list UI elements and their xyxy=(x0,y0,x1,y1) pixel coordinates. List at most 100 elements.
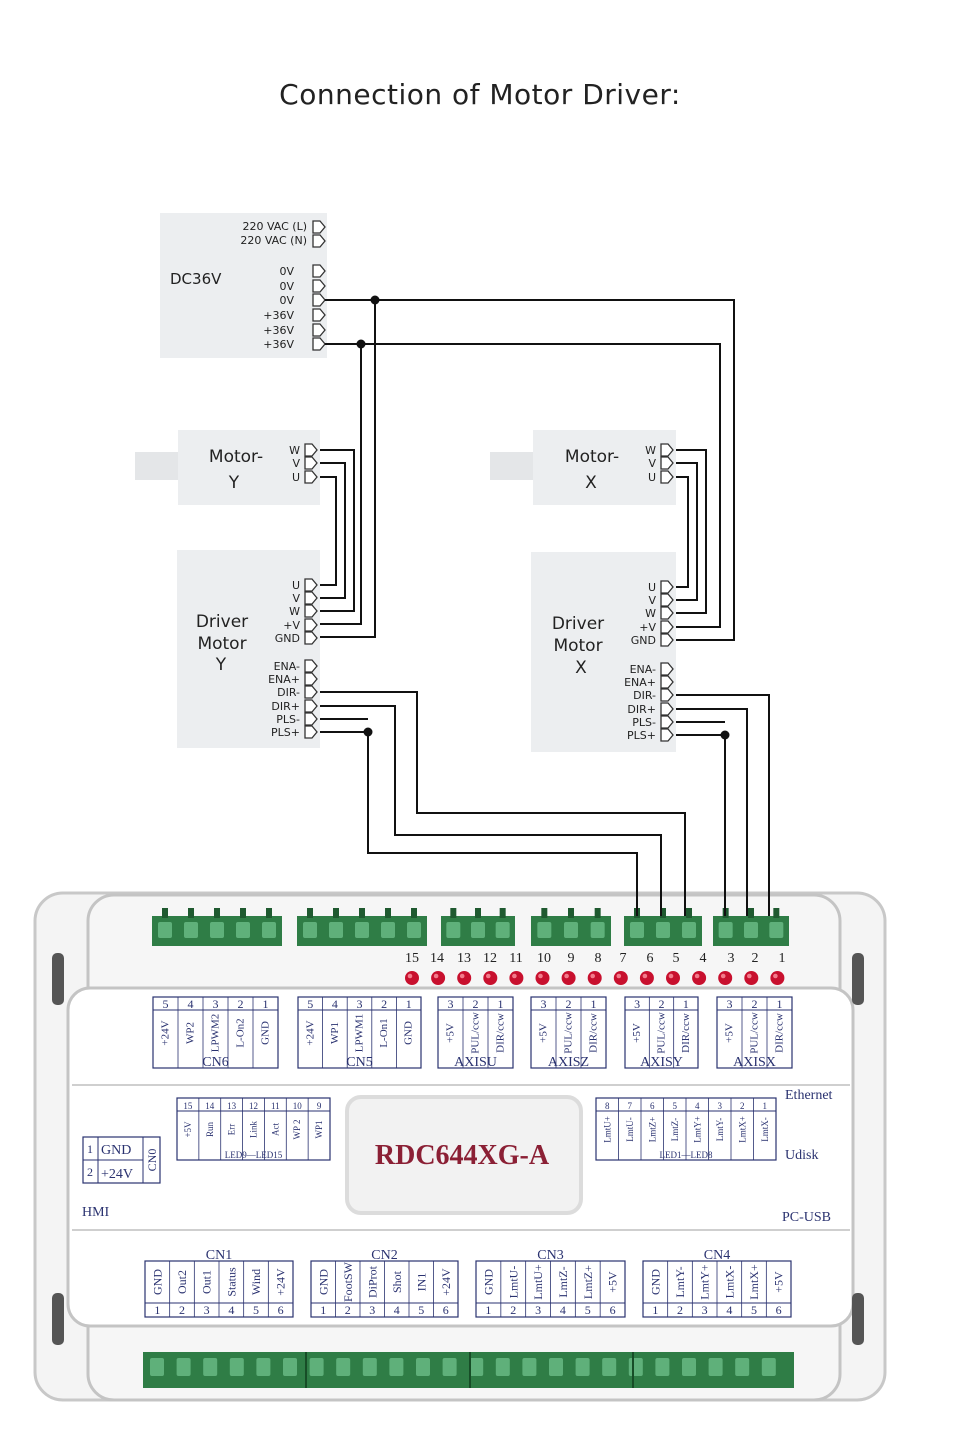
status-led xyxy=(587,971,602,985)
driver_x-pin-label: PLS+ xyxy=(627,729,656,742)
mount-tab-top-left xyxy=(52,953,64,1005)
pin-number: 2 xyxy=(179,1303,185,1317)
pin-number: 3 xyxy=(541,997,547,1011)
motor-y-shaft xyxy=(135,452,179,480)
terminal-screw xyxy=(203,1358,218,1376)
led-highlight xyxy=(616,973,622,979)
terminal-screw xyxy=(176,1358,191,1376)
pin-signal: +24V xyxy=(304,1020,316,1045)
terminal-screw xyxy=(355,922,369,938)
pin-number: 1 xyxy=(498,997,504,1011)
pin-table-frame xyxy=(716,996,793,1069)
pin-number: 3 xyxy=(204,1303,210,1317)
motor_y-pin-label: U xyxy=(292,471,300,484)
driver_y-terminal-6 xyxy=(304,672,318,686)
led-highlight xyxy=(694,973,700,979)
pin-signal: +5V xyxy=(631,1023,643,1043)
power-terminal-5 xyxy=(312,337,326,351)
pin-number: 2 xyxy=(381,997,387,1011)
driver-x-body xyxy=(531,552,676,752)
pin-table-frame xyxy=(530,996,607,1069)
driver_x-terminal-1 xyxy=(660,593,674,607)
pin-number: 1 xyxy=(320,1303,326,1317)
pin-number: 4 xyxy=(394,1303,400,1317)
model-plate xyxy=(345,1095,583,1215)
power-terminal-0 xyxy=(312,264,326,278)
pin-signal: Run xyxy=(205,1122,215,1138)
pin-signal: WP2 xyxy=(185,1022,197,1044)
pin-signal: PUL/ccw xyxy=(656,1012,668,1054)
pin-signal: GND xyxy=(481,1269,495,1295)
led-highlight xyxy=(564,973,569,979)
driver_x-terminal-2 xyxy=(660,606,674,620)
motor_y-terminal-1 xyxy=(304,456,318,470)
pin-signal: DIR/ccw xyxy=(774,1013,786,1053)
power-pin-label: 0V xyxy=(279,294,294,307)
terminal-pin xyxy=(188,908,194,918)
power-pin-label: 0V xyxy=(279,280,294,293)
pin-signal: L-On1 xyxy=(378,1018,390,1047)
terminal-screw xyxy=(446,922,461,938)
pin-signal: +5V xyxy=(772,1271,786,1293)
terminal-screw xyxy=(602,1358,617,1376)
terminal-pin xyxy=(162,908,168,918)
status-led xyxy=(431,971,446,985)
terminal-screw xyxy=(362,1358,377,1376)
status-led xyxy=(483,971,498,985)
driver-x-label-3: X xyxy=(575,658,587,678)
motor-y-label-2: Y xyxy=(228,473,240,493)
led-row xyxy=(405,971,785,985)
motor_y-pin-label: V xyxy=(292,457,300,470)
pin-table-frame xyxy=(624,996,699,1069)
terminal-screw xyxy=(262,922,276,938)
pin-signal: DIR/ccw xyxy=(588,1013,600,1053)
bottom-group-name: CN1 xyxy=(206,1248,232,1263)
top-connectors xyxy=(152,908,789,946)
power-pin-label: +36V xyxy=(263,309,294,322)
led-highlight xyxy=(486,973,491,979)
pin-signal: WP1 xyxy=(329,1022,341,1044)
status-led xyxy=(535,971,550,985)
terminal-screw xyxy=(442,1358,457,1376)
driver-x-label-1: Driver xyxy=(552,614,604,634)
terminal-pin xyxy=(541,908,548,918)
pin-number: 2 xyxy=(238,997,244,1011)
cn0-signal: GND xyxy=(101,1143,131,1158)
led-highlight xyxy=(590,973,595,979)
top-pin-number: 7 xyxy=(620,951,627,966)
wire xyxy=(676,462,698,601)
status-led xyxy=(692,971,707,985)
driver_x-pin-label: U xyxy=(648,581,656,594)
driver_y-pin-label: ENA+ xyxy=(268,673,300,686)
pin-signal: Wind xyxy=(249,1269,263,1295)
pin-number: 2 xyxy=(510,1303,516,1317)
pin-number: 3 xyxy=(535,1303,541,1317)
pin-signal: DIR/ccw xyxy=(680,1013,692,1053)
driver_x-terminal-6 xyxy=(660,675,674,689)
terminal-pin xyxy=(266,908,272,918)
pin-number: 10 xyxy=(293,1101,303,1111)
terminal-pin xyxy=(307,908,313,918)
pin-number: 2 xyxy=(345,1303,351,1317)
led-right-name: LED1—LED8 xyxy=(660,1150,713,1160)
ac-l-label: 220 VAC (L) xyxy=(242,220,307,233)
motor-x-shaft xyxy=(490,452,534,480)
driver-y-label-1: Driver xyxy=(196,612,248,632)
led-highlight xyxy=(433,973,439,979)
driver_y-pin-label: V xyxy=(292,592,300,605)
terminal-pin xyxy=(333,908,339,918)
driver_x-terminal-7 xyxy=(660,688,674,702)
driver_x-terminal-3 xyxy=(660,620,674,634)
top-pin-number: 8 xyxy=(595,951,602,966)
terminal-pin xyxy=(748,908,754,918)
pin-number: 14 xyxy=(205,1101,215,1111)
pin-number: 1 xyxy=(777,997,783,1011)
led-highlight xyxy=(459,973,465,979)
terminal-screw xyxy=(329,922,343,938)
terminal-screw xyxy=(761,1358,776,1376)
pin-signal: GND xyxy=(260,1021,272,1045)
